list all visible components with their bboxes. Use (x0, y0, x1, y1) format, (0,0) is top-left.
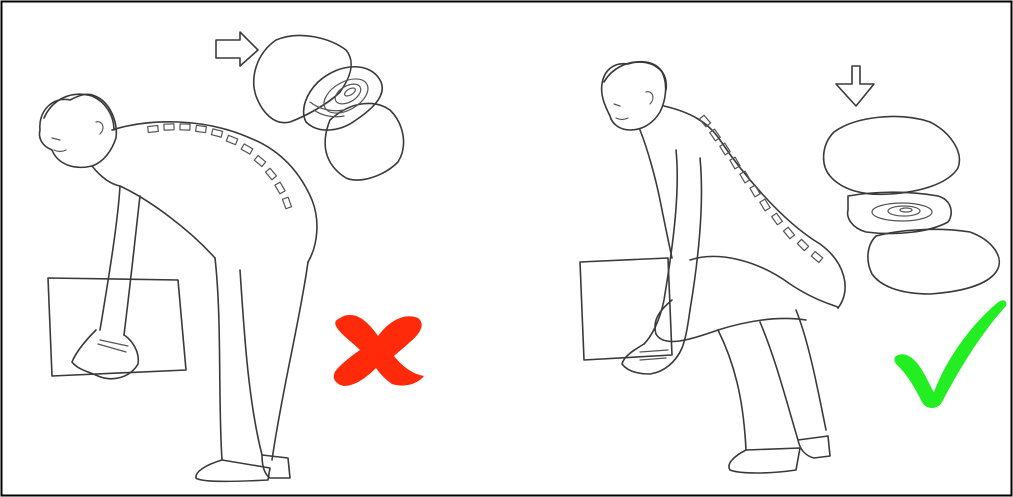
box-right (580, 258, 672, 360)
box-left (48, 278, 186, 376)
